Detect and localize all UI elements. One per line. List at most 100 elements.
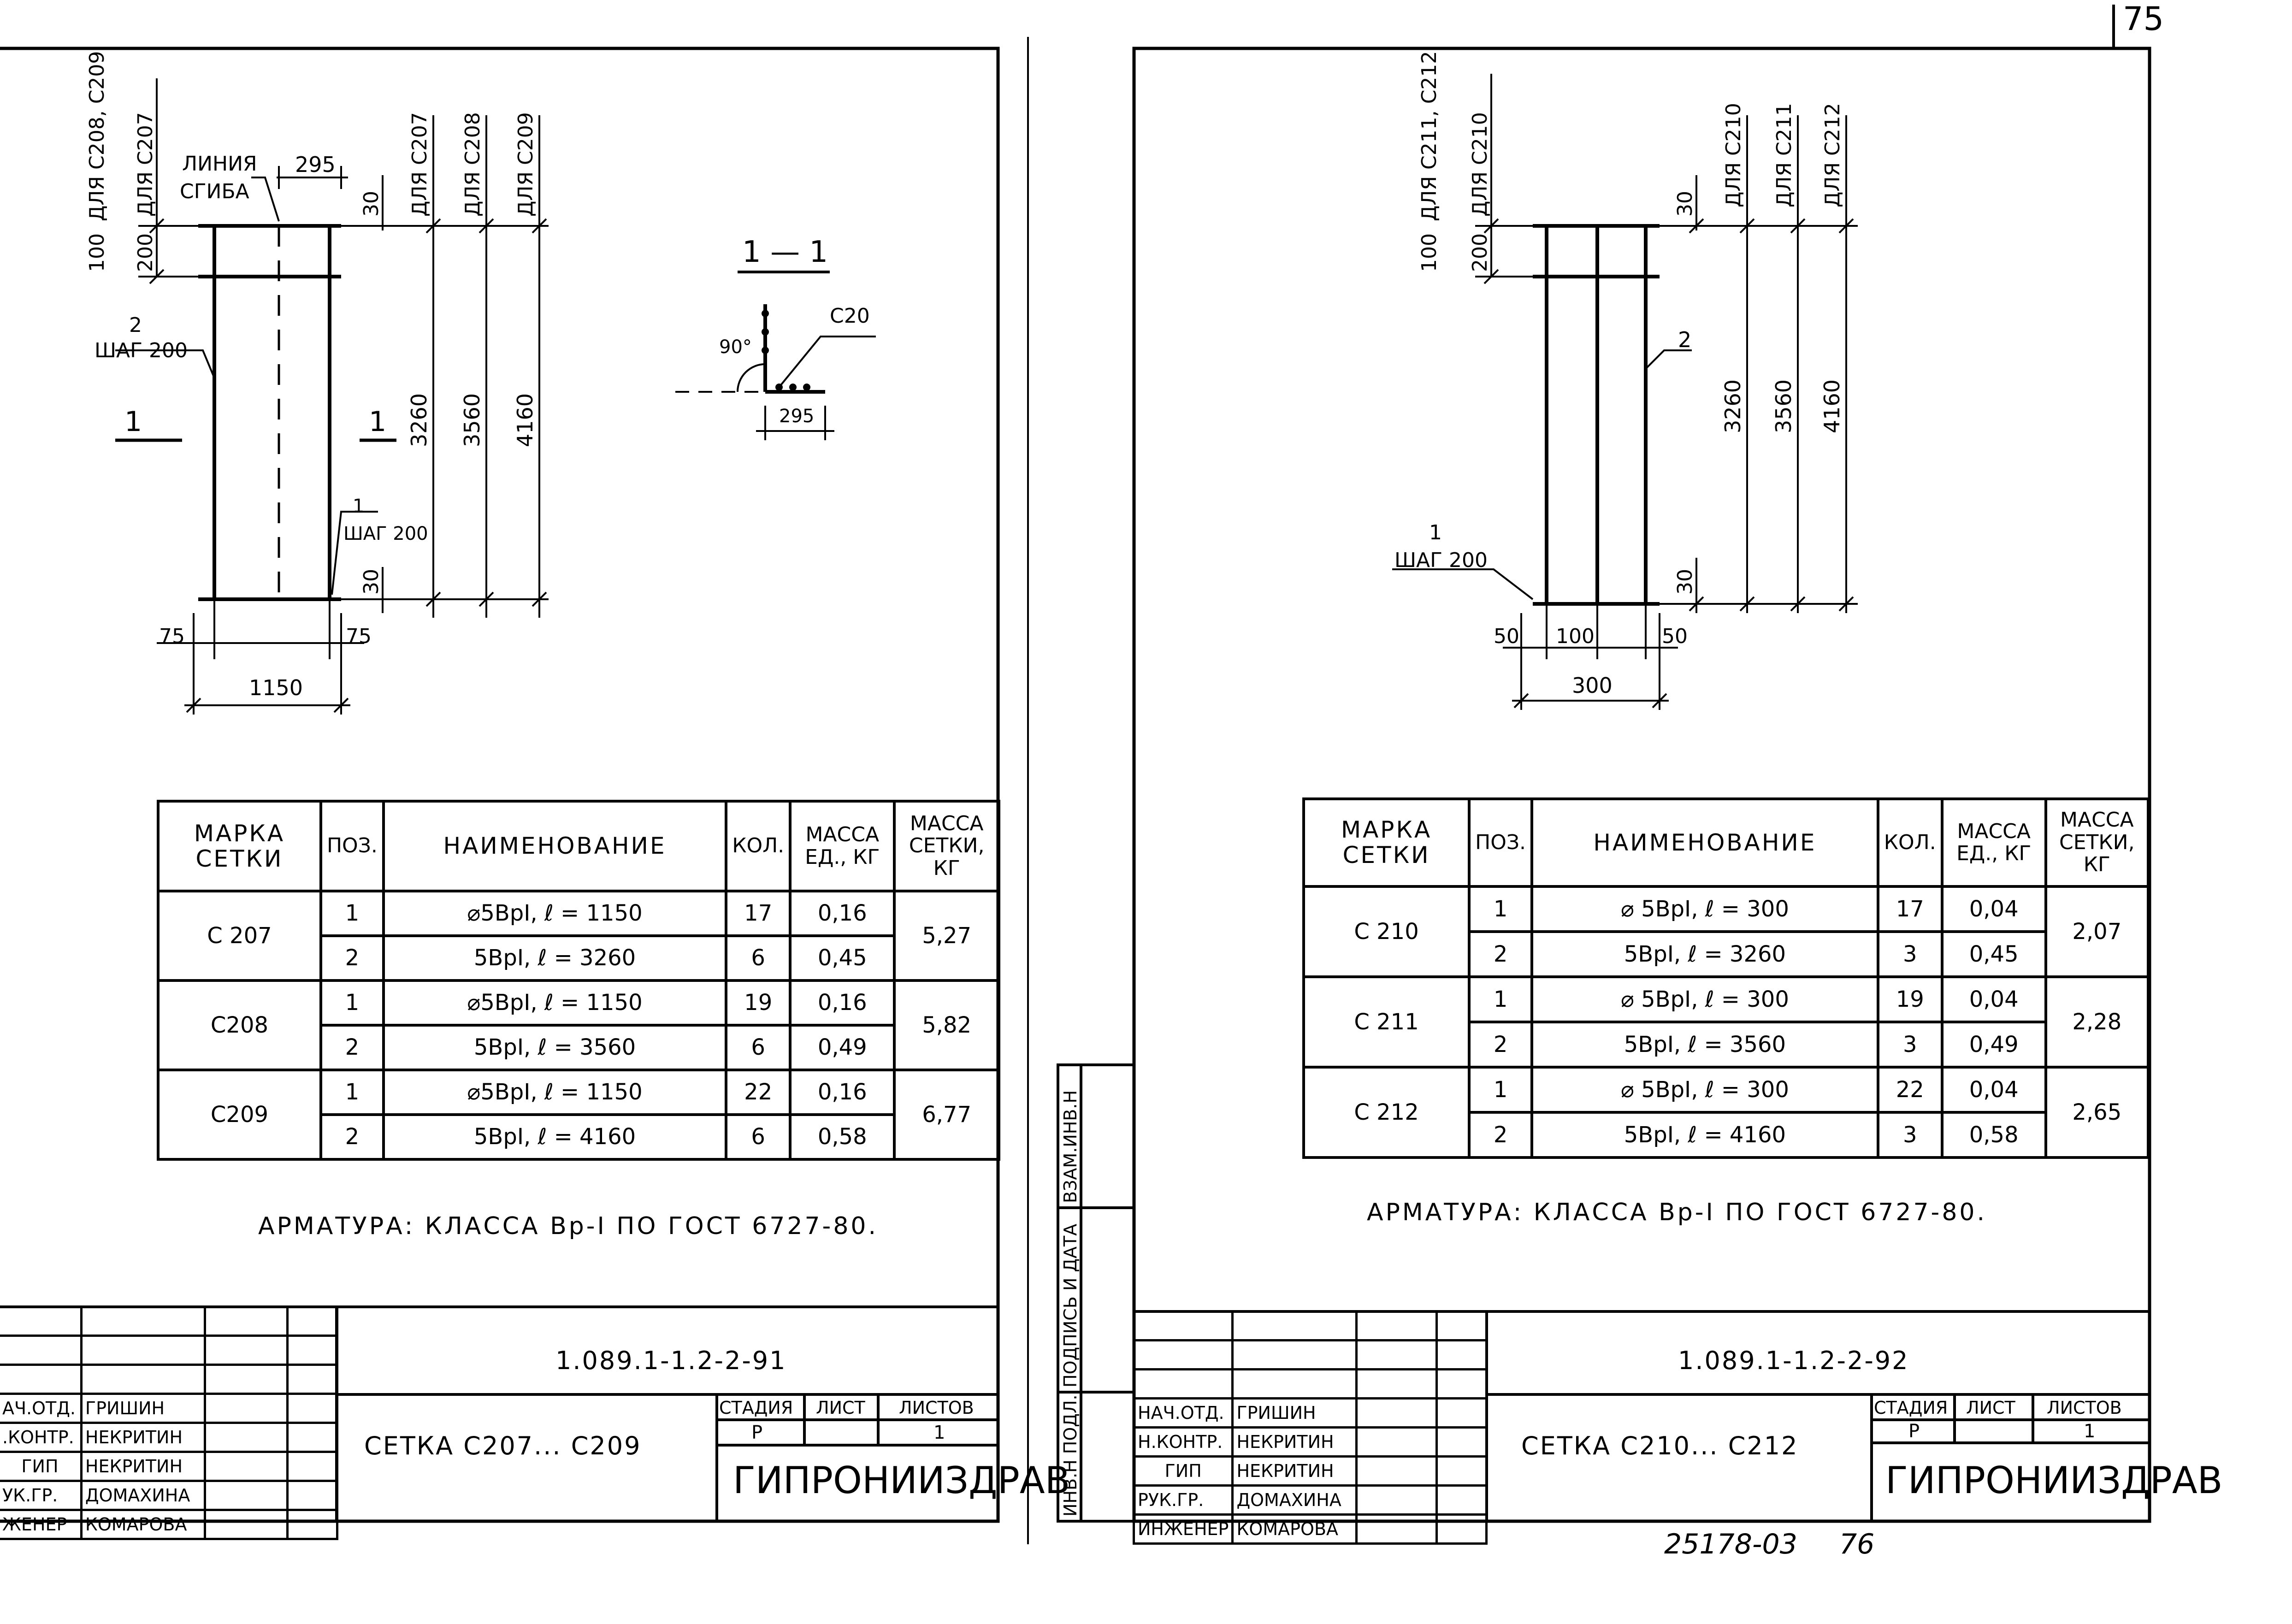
role: УК.ГР. (0, 1480, 83, 1511)
signature (203, 1480, 289, 1511)
r-step1: ШАГ 200 (1394, 549, 1488, 572)
left-doc-code: 1.089.1-1.2-2-91 (555, 1346, 787, 1375)
right-doc-name: СЕТКА С210... С212 (1521, 1431, 1799, 1460)
r-dim-100: 100 (1418, 233, 1441, 272)
left-org: ГИПРОНИИЗДРАВ (733, 1459, 1070, 1502)
section-dim-295: 295 (779, 406, 815, 427)
page-number: 75 (2123, 0, 2164, 38)
l-for-c207: ДЛЯ С207 (134, 112, 157, 217)
l-dim-75-right: 75 (346, 625, 372, 648)
qty: 17 (1876, 885, 1943, 933)
r-dim-50-right: 50 (1662, 625, 1688, 648)
qty: 17 (725, 890, 792, 937)
unit-mass: 0,49 (789, 1024, 896, 1071)
name: 5ВрI, ℓ = 3260 (382, 934, 728, 982)
r-dim-4160: 4160 (1819, 379, 1844, 433)
role: ГИП (0, 1451, 83, 1482)
r-pos1: 1 (1429, 521, 1442, 544)
qty: 22 (1876, 1066, 1943, 1114)
signature (1355, 1513, 1438, 1545)
role: НАЧ.ОТД. (1132, 1397, 1234, 1429)
pos: 2 (1468, 930, 1534, 978)
left-mesh-outline (213, 224, 331, 601)
role: ГИП (1132, 1455, 1234, 1487)
role: АЧ.ОТД. (0, 1393, 83, 1424)
qty: 6 (725, 1113, 792, 1161)
th-unit-mass: МАССА ЕД., КГ (1940, 797, 2047, 888)
l-dim-3560: 3560 (460, 393, 484, 447)
l-dim-295: 295 (295, 152, 336, 177)
bottom-stamp-page: 76 (1839, 1528, 1875, 1560)
signature (203, 1509, 289, 1540)
left-stage: Р (751, 1422, 763, 1443)
r-for-c210: ДЛЯ С210 (1468, 112, 1492, 217)
right-org: ГИПРОНИИЗДРАВ (1885, 1459, 2223, 1502)
person: ДОМАХИНА (1231, 1484, 1358, 1516)
left-stage-header: СТАДИЯ (719, 1398, 793, 1418)
l-section-mark-right: 1 (369, 406, 387, 438)
th-qty: КОЛ. (1876, 797, 1943, 888)
pos: 1 (1468, 1066, 1534, 1114)
l-dim-4160: 4160 (513, 393, 538, 447)
pos: 1 (319, 890, 385, 937)
name: ⌀ 5ВрI, ℓ = 300 (1530, 1066, 1879, 1114)
name: 5ВрI, ℓ = 3260 (1530, 930, 1879, 978)
person: КОМАРОВА (1231, 1513, 1358, 1545)
th-unit-mass: МАССА ЕД., КГ (789, 800, 896, 892)
mesh-mass: 2,07 (2044, 885, 2150, 978)
right-stage: Р (1908, 1421, 1920, 1442)
table-row: 2 5ВрI, ℓ = 3260 6 0,45 (158, 934, 999, 982)
l-pos1: 1 (353, 496, 365, 517)
unit-mass: 0,16 (789, 1069, 896, 1116)
th-mark: МАРКА СЕТКИ (157, 800, 322, 892)
th-name: НАИМЕНОВАНИЕ (382, 800, 728, 892)
unit-mass: 0,04 (1940, 885, 2047, 933)
th-mark: МАРКА СЕТКИ (1302, 797, 1471, 888)
r-dim-50-left: 50 (1494, 625, 1519, 648)
signature (1355, 1426, 1438, 1458)
unit-mass: 0,16 (789, 890, 896, 937)
l-pos2: 2 (129, 313, 142, 337)
unit-mass: 0,45 (789, 934, 896, 982)
mark: С 212 (1302, 1066, 1471, 1159)
mesh-mass: 5,27 (893, 890, 1000, 982)
bend-line-label-2: СГИБА (180, 180, 249, 203)
side-strip-text-3: ВЗАМ.ИНВ.Н (1060, 1090, 1081, 1203)
person: ДОМАХИНА (80, 1480, 206, 1511)
side-strip-text-2: ПОДПИСЬ И ДАТА (1060, 1224, 1081, 1388)
pos: 2 (319, 934, 385, 982)
person: КОМАРОВА (80, 1509, 206, 1540)
l-dim-75-left: 75 (159, 625, 185, 648)
th-mesh-mass: МАССА СЕТКИ, КГ (2044, 797, 2150, 888)
name: 5ВрI, ℓ = 4160 (382, 1113, 728, 1161)
qty: 22 (725, 1069, 792, 1116)
mark: С 211 (1302, 975, 1471, 1069)
person: НЕКРИТИН (1231, 1426, 1358, 1458)
right-stage-header: СТАДИЯ (1874, 1398, 1948, 1418)
pos: 1 (319, 979, 385, 1027)
r-dim-3260: 3260 (1720, 379, 1745, 433)
right-frame (1132, 47, 2151, 1523)
unit-mass: 0,04 (1940, 1066, 2047, 1114)
mesh-mass: 2,28 (2044, 975, 2150, 1069)
l-for-c207-b: ДЛЯ С207 (408, 112, 431, 217)
th-mesh-mass: МАССА СЕТКИ, КГ (893, 800, 1000, 892)
role: ИНЖЕНЕР (1132, 1513, 1234, 1545)
name: ⌀5ВрI, ℓ = 1150 (382, 979, 728, 1027)
name: 5ВрI, ℓ = 4160 (1530, 1111, 1879, 1159)
person: НЕКРИТИН (1231, 1455, 1358, 1487)
signature (1355, 1484, 1438, 1516)
table-row: 2 5ВрI, ℓ = 4160 3 0,58 (1304, 1111, 2148, 1159)
l-dim-3260: 3260 (407, 393, 431, 447)
signature (203, 1422, 289, 1453)
r-dim-300: 300 (1572, 673, 1613, 698)
person: ГРИШИН (1231, 1397, 1358, 1429)
bend-line-label-1: ЛИНИЯ (182, 152, 257, 176)
unit-mass: 0,45 (1940, 930, 2047, 978)
th-name: НАИМЕНОВАНИЕ (1530, 797, 1879, 888)
signature (1355, 1455, 1438, 1487)
person: НЕКРИТИН (80, 1422, 206, 1453)
mesh-mass: 2,65 (2044, 1066, 2150, 1159)
l-dim-1150: 1150 (249, 675, 303, 700)
